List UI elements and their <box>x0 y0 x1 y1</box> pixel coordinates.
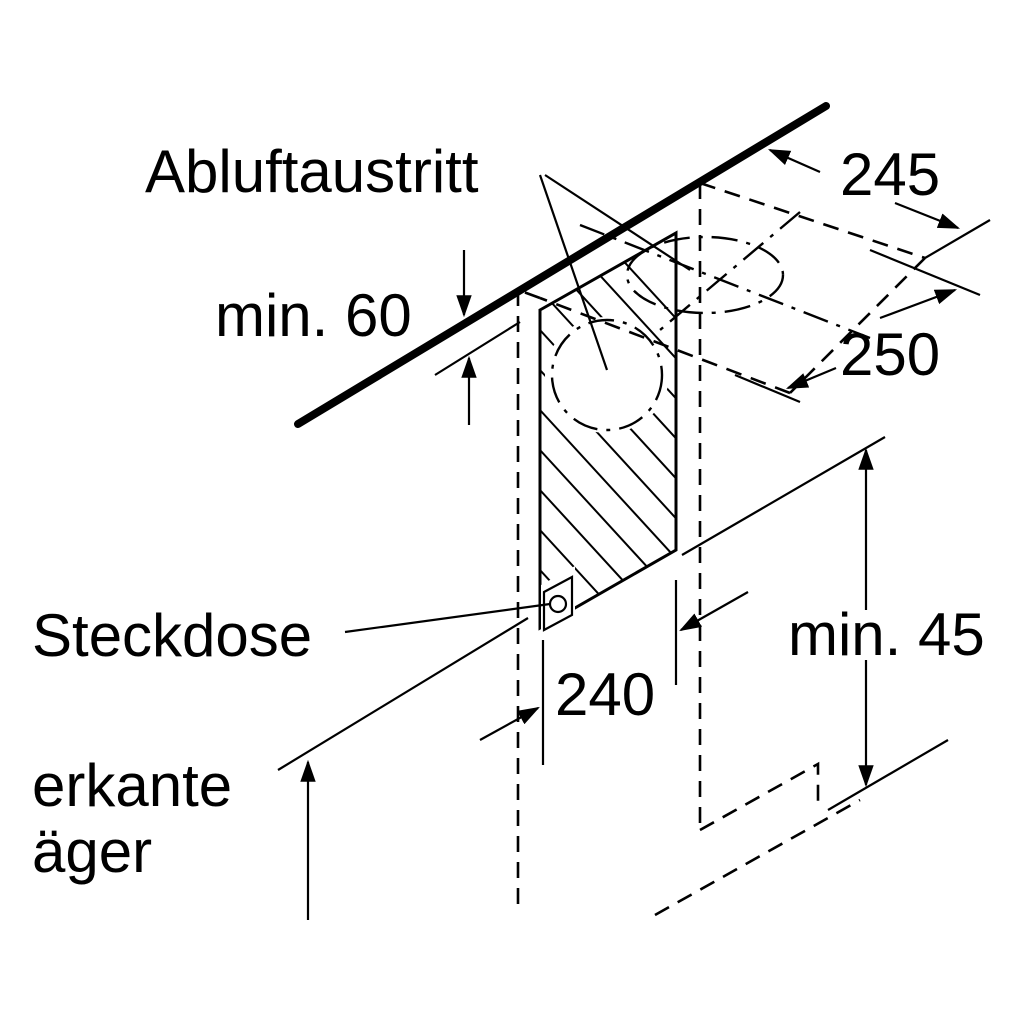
hatched-panel <box>538 230 678 640</box>
socket-leader <box>344 602 551 634</box>
exhaust-outlet-circle <box>550 318 664 432</box>
socket-label: Steckdose <box>32 602 312 669</box>
dim-250-label: 250 <box>840 321 940 388</box>
dim-min-45 <box>681 436 949 811</box>
exhaust-outlet-label: Abluftaustritt <box>145 138 479 205</box>
ceiling-line <box>294 102 830 428</box>
exhaust-outlet-circle-ceiling <box>625 235 785 315</box>
dim-min-60 <box>434 250 521 425</box>
hood-outline <box>516 181 926 917</box>
edge-label-line1: erkante <box>32 752 232 819</box>
edge-label-line2: äger <box>32 818 152 885</box>
dim-245 <box>767 148 991 259</box>
lower-edge-reference <box>277 617 529 920</box>
right-crop-mask <box>992 590 1024 680</box>
min-45-label: min. 45 <box>788 601 985 668</box>
min-60-label: min. 60 <box>215 282 412 349</box>
dim-245-label: 245 <box>840 141 940 208</box>
dim-240 <box>479 580 749 765</box>
exhaust-leaders <box>538 174 691 371</box>
dim-240-label: 240 <box>555 661 655 728</box>
dim-250 <box>734 248 981 404</box>
